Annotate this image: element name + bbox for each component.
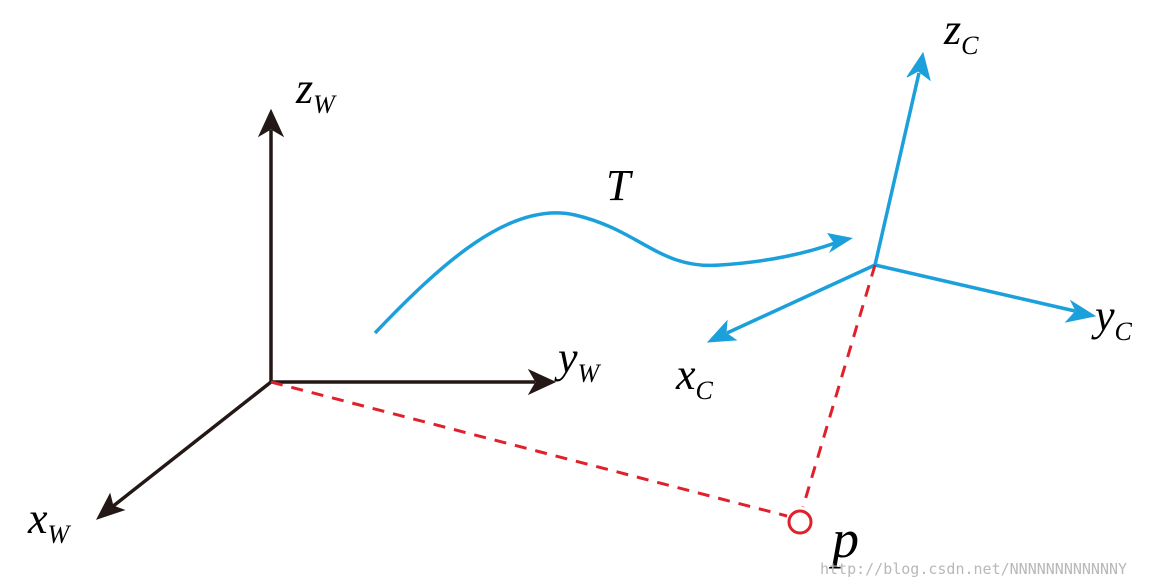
camera-y-axis [874,263,1076,313]
world-z-label: zW [295,64,337,119]
world-z-arrowhead-icon [257,108,285,138]
projection-lines [270,264,877,518]
camera-x-label: xC [675,350,714,405]
camera-to-point-dashed-line [801,264,877,508]
transform-curve [373,211,853,335]
transform-label: T [606,161,634,210]
camera-z-arrowhead-icon [906,51,931,82]
camera-x-arrowhead-icon [706,319,738,343]
camera-y-label: yC [1091,291,1133,346]
watermark-text: http://blog.csdn.net/NNNNNNNNNNNNY [820,560,1127,578]
world-frame [95,108,557,520]
world-x-axis [110,380,273,509]
point-p-marker [787,509,813,535]
transform-arrowhead-icon [827,233,853,253]
world-x-label: xW [27,494,72,549]
point-label: p [828,509,859,569]
transform-curve-path [373,211,836,335]
camera-x-axis [726,263,876,335]
world-y-label: yW [554,333,602,388]
camera-frame [706,51,1097,343]
camera-z-axis [873,72,921,266]
world-to-point-dashed-line [270,380,788,518]
world-x-arrowhead-icon [95,492,126,520]
camera-z-label: zC [943,5,979,60]
camera-y-arrowhead-icon [1064,299,1097,323]
world-y-arrowhead-icon [527,368,557,396]
